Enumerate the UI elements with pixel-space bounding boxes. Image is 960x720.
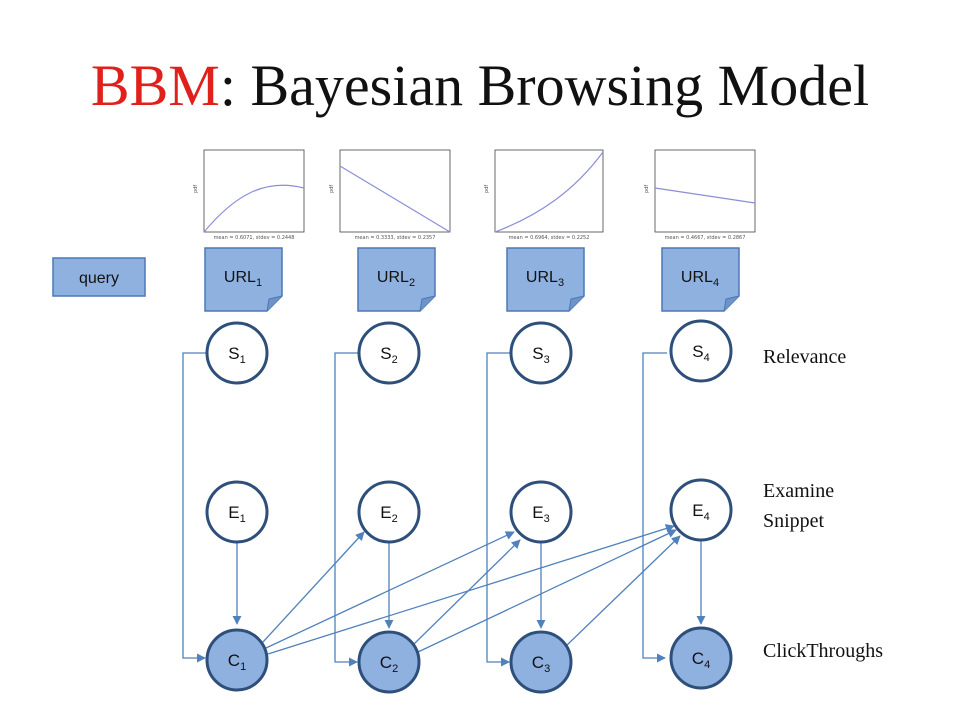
title-acronym: BBM <box>90 53 220 118</box>
edges <box>182 352 706 667</box>
node-c4: C4 <box>669 626 733 690</box>
query-box: query <box>52 257 146 297</box>
node-e1: E1 <box>205 480 269 544</box>
node-s1: S1 <box>205 321 269 385</box>
plot-4-caption: mean = 0.4667, stdev = 0.2867 <box>665 235 746 241</box>
url-doc-1: URL1 <box>204 247 283 312</box>
url-2-label: URL2 <box>377 269 415 289</box>
edge-c1-e3 <box>265 531 515 649</box>
node-c1-label: C1 <box>228 651 246 673</box>
row-label-examine-2: Snippet <box>763 510 825 532</box>
url-doc-3: URL3 <box>506 247 585 312</box>
page-title: BBM: Bayesian Browsing Model <box>0 52 960 119</box>
plot-1-ylabel: pdf <box>193 185 199 193</box>
node-s3: S3 <box>509 321 573 385</box>
edge-c1-e4 <box>267 524 675 655</box>
row-label-examine-1: Examine <box>763 480 834 502</box>
plot-2-caption: mean = 0.3333, stdev = 0.2357 <box>355 235 436 241</box>
plot-4-ylabel: pdf <box>644 185 650 193</box>
node-e3-label: E3 <box>532 503 549 525</box>
edge-s2-c2 <box>334 352 359 667</box>
click-nodes: C1 C2 C3 C4 <box>205 626 733 694</box>
plot-1: pdf mean = 0.6071, stdev = 0.2448 <box>193 149 305 241</box>
edge-c2-e4 <box>417 529 677 653</box>
url-doc-2: URL2 <box>357 247 436 312</box>
node-c4-label: C4 <box>692 649 710 671</box>
url-4-label: URL4 <box>681 269 719 289</box>
node-c1: C1 <box>205 628 269 692</box>
node-e4-label: E4 <box>692 501 709 523</box>
node-e4: E4 <box>669 478 733 542</box>
node-s4-label: S4 <box>692 342 709 364</box>
node-e3: E3 <box>509 480 573 544</box>
title-rest: : Bayesian Browsing Model <box>219 53 870 118</box>
edge-s3-c3 <box>486 352 511 667</box>
row-label-clicks: ClickThroughs <box>763 640 883 662</box>
relevance-nodes: S1 S2 S3 S4 <box>205 319 733 385</box>
node-s2: S2 <box>357 321 421 385</box>
node-s1-label: S1 <box>228 344 245 366</box>
query-label: query <box>79 270 119 287</box>
plot-3: pdf mean = 0.6964, stdev = 0.2252 <box>484 149 604 241</box>
node-e1-label: E1 <box>228 503 245 525</box>
plot-3-ylabel: pdf <box>484 185 490 193</box>
plot-1-caption: mean = 0.6071, stdev = 0.2448 <box>214 235 295 241</box>
edge-s4-c4 <box>642 352 667 663</box>
url-doc-4: URL4 <box>661 247 740 312</box>
node-e2: E2 <box>357 480 421 544</box>
node-s3-label: S3 <box>532 344 549 366</box>
plot-3-caption: mean = 0.6964, stdev = 0.2252 <box>509 235 590 241</box>
edge-c1-e2 <box>262 531 365 643</box>
edge-s1-c1 <box>182 352 207 663</box>
url-3-label: URL3 <box>526 269 564 289</box>
plot-2: pdf mean = 0.3333, stdev = 0.2357 <box>329 149 451 241</box>
plot-2-ylabel: pdf <box>329 185 335 193</box>
node-s4: S4 <box>669 319 733 383</box>
node-c3-label: C3 <box>532 653 550 675</box>
node-e2-label: E2 <box>380 503 397 525</box>
url-1-label: URL1 <box>224 269 262 289</box>
edge-c2-e3 <box>413 539 521 645</box>
node-c3: C3 <box>509 630 573 694</box>
node-c2: C2 <box>357 630 421 694</box>
plot-4: pdf mean = 0.4667, stdev = 0.2867 <box>644 149 756 241</box>
node-s2-label: S2 <box>380 344 397 366</box>
row-label-relevance: Relevance <box>763 346 846 368</box>
examine-nodes: E1 E2 E3 E4 <box>205 478 733 544</box>
node-c2-label: C2 <box>380 653 398 675</box>
edge-c3-e4 <box>565 535 681 647</box>
